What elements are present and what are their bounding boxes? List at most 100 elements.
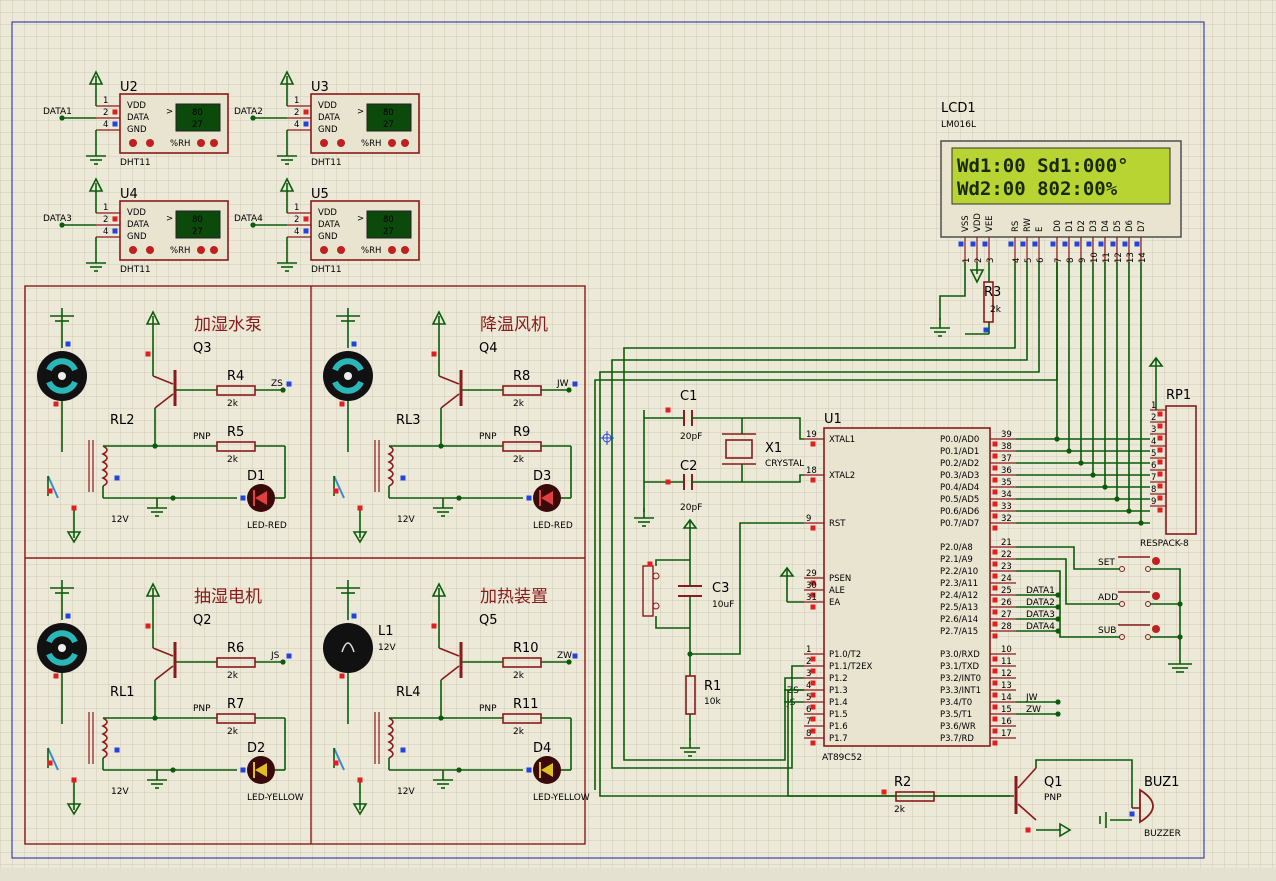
mcu-pin-number: 13	[1001, 681, 1012, 691]
led-d2[interactable]	[247, 756, 275, 784]
mcu-body[interactable]	[823, 427, 991, 747]
dht-button[interactable]	[388, 139, 396, 147]
dht-button[interactable]	[197, 246, 205, 254]
lcd-line-2: Wd2:00 802:00%	[957, 178, 1118, 200]
probe-red	[810, 580, 816, 586]
lcd-pin-number: 13	[1126, 252, 1136, 263]
dht-button[interactable]	[197, 139, 205, 147]
relay-coil[interactable]	[387, 445, 394, 487]
probe-red	[1157, 483, 1163, 489]
probe-blue	[1134, 241, 1140, 247]
dht-button[interactable]	[401, 139, 409, 147]
transistor-q4[interactable]	[438, 370, 463, 409]
dht-button[interactable]	[210, 139, 218, 147]
mcu-pin-number: 23	[1001, 562, 1012, 572]
junction-dot	[566, 387, 572, 393]
relay-coil[interactable]	[387, 717, 394, 759]
probe-blue	[1122, 241, 1128, 247]
motor-icon[interactable]	[323, 351, 373, 401]
led-d3[interactable]	[533, 484, 561, 512]
led-type: LED-RED	[533, 521, 573, 531]
dht-button[interactable]	[210, 246, 218, 254]
buzzer[interactable]	[1132, 788, 1154, 824]
dht-button[interactable]	[337, 246, 345, 254]
lamp-voltage: 12V	[378, 643, 396, 653]
lcd-pin-name: D0	[1053, 220, 1063, 232]
dht-button[interactable]	[129, 139, 137, 147]
relay-coil[interactable]	[101, 717, 108, 759]
probe-red	[992, 609, 998, 615]
led-type: LED-RED	[247, 521, 287, 531]
dht-button[interactable]	[320, 246, 328, 254]
probe-red	[992, 561, 998, 567]
transistor-q2[interactable]	[152, 642, 177, 681]
button-sub[interactable]	[1118, 624, 1160, 640]
mcu-pin-number: 11	[1001, 657, 1012, 667]
mcu-net-label: JS	[786, 698, 796, 708]
buzzer-model: BUZZER	[1144, 829, 1181, 839]
mcu-pin-name: P3.0/RXD	[940, 650, 980, 660]
wire	[438, 375, 460, 385]
led-d1[interactable]	[247, 484, 275, 512]
power-arrow	[1148, 356, 1164, 374]
mcu-pin-number: 28	[1001, 622, 1012, 632]
mcu-pin-number: 31	[806, 593, 817, 603]
mcu-pin-name: P0.6/AD6	[940, 507, 979, 517]
transistor-q1[interactable]	[1014, 767, 1037, 821]
dht-pin-number: 1	[103, 203, 108, 213]
transistor-q5[interactable]	[438, 642, 463, 681]
mcu-pin-number: 38	[1001, 442, 1012, 452]
dht-button[interactable]	[320, 139, 328, 147]
respack-pin-number: 3	[1151, 425, 1156, 435]
lcd-pin-number: 5	[1024, 258, 1034, 263]
wire	[690, 522, 804, 655]
junction-dot	[1066, 448, 1072, 454]
transistor-q3[interactable]	[152, 370, 177, 409]
dht-button[interactable]	[337, 139, 345, 147]
dht-button[interactable]	[146, 246, 154, 254]
dht-button[interactable]	[146, 139, 154, 147]
wire	[655, 559, 690, 566]
dht11-sensors: U2VDDDATAGND8027>%RHDHT11124DATA1U3VDDDA…	[43, 70, 420, 275]
mcu-pin-number: 9	[806, 514, 811, 524]
lcd-pin-number: 9	[1078, 258, 1088, 263]
relay-ref: RL1	[110, 685, 135, 700]
probe-red	[992, 513, 998, 519]
dht-display-value: 80	[383, 215, 394, 225]
probe-blue	[112, 121, 118, 127]
probe-blue	[351, 613, 357, 619]
power-arrow	[779, 566, 795, 584]
ground-symbol	[433, 498, 453, 517]
lamp-icon[interactable]	[323, 623, 373, 673]
wire	[742, 417, 804, 440]
relay-coil[interactable]	[101, 445, 108, 487]
led-d4[interactable]	[533, 756, 561, 784]
dht-button[interactable]	[129, 246, 137, 254]
mcu-net-label: DATA2	[1026, 598, 1055, 608]
mcu-pin-name: P3.7/RD	[940, 734, 974, 744]
transistor-type: PNP	[193, 704, 211, 714]
motor-icon[interactable]	[37, 351, 87, 401]
probe-blue	[112, 228, 118, 234]
c2-ref: C2	[680, 459, 697, 474]
probe-blue	[970, 241, 976, 247]
dht-button[interactable]	[388, 246, 396, 254]
respack-pin-number: 1	[1151, 401, 1156, 411]
mcu-ref: U1	[824, 412, 842, 427]
junction-dot	[152, 715, 158, 721]
button-indicator	[1152, 592, 1160, 600]
junction-dot	[438, 443, 444, 449]
dht-button[interactable]	[401, 246, 409, 254]
probe-red	[992, 465, 998, 471]
lcd-screen	[951, 147, 1171, 205]
crystal-x1[interactable]	[722, 433, 756, 465]
respack-pin-number: 2	[1151, 413, 1156, 423]
lcd-ref: LCD1	[941, 101, 976, 116]
dht-pin-number: 2	[103, 215, 108, 225]
motor-icon[interactable]	[37, 623, 87, 673]
